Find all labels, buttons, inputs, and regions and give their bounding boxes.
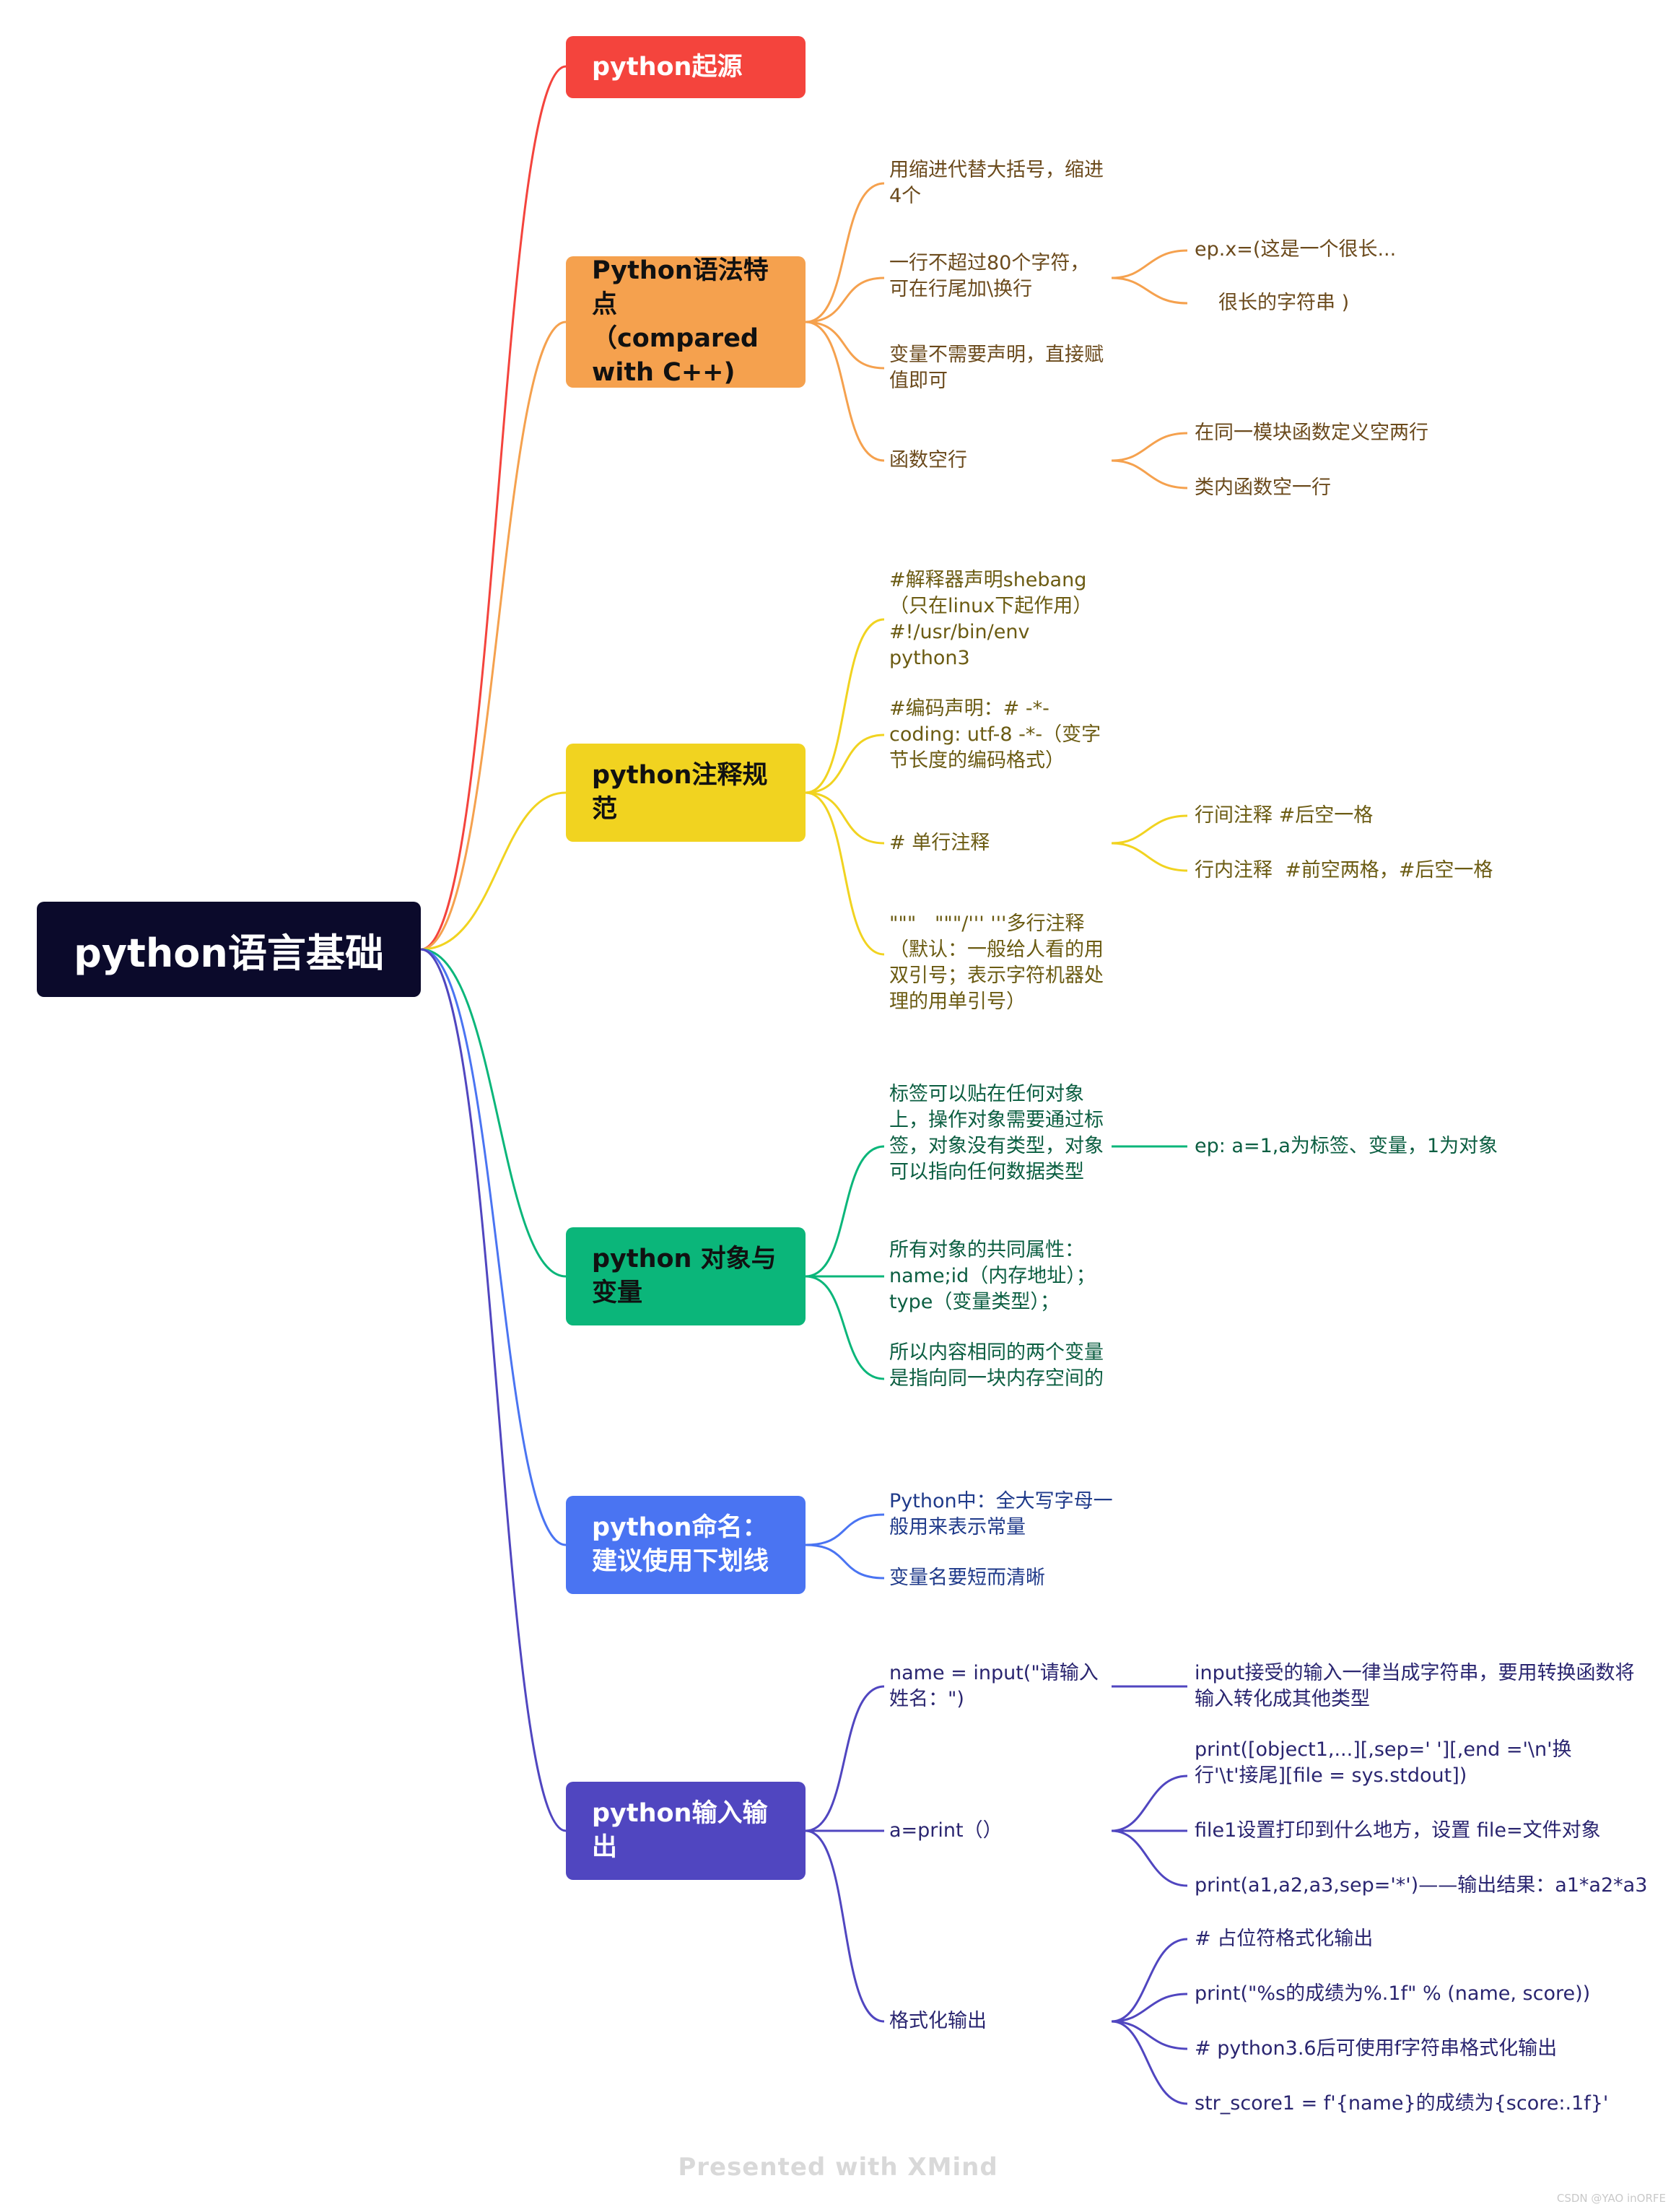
edge-root-io [420, 948, 567, 1832]
leaf-line-example-1[interactable]: ep.x=(这是一个很长... [1195, 238, 1397, 261]
leaf-same-memory[interactable]: 所以内容相同的两个变量是指向同一块内存空间的 [889, 1341, 1104, 1390]
leaf-coding[interactable]: #编码声明：# -*- coding: utf-8 -*-（变字节长度的编码格式… [889, 697, 1101, 772]
leaf-fmt-fstring[interactable]: # python3.6后可使用f字符串格式化输出 [1195, 2037, 1558, 2060]
leaf-fmt-example[interactable]: print("%s的成绩为%.1f" % (name, score)) [1195, 1982, 1591, 2005]
leaf-single-comment[interactable]: # 单行注释 [889, 832, 990, 854]
leaf-print-signature[interactable]: print([object1,...][,sep=' '][,end ='\n'… [1195, 1738, 1572, 1787]
footer-watermark: Presented with XMind [678, 2153, 998, 2182]
branch-syntax-features[interactable]: Python语法特点（compared with C++) [566, 256, 806, 388]
leaf-line-example-2[interactable]: 很长的字符串 ) [1218, 292, 1350, 314]
leaf-inline[interactable]: 行内注释 #前空两格，#后空一格 [1195, 859, 1493, 881]
leaf-func-blank[interactable]: 函数空行 [889, 449, 967, 471]
branch-naming[interactable]: python命名：建议使用下划线 [566, 1496, 806, 1594]
root-topic[interactable]: python语言基础 [37, 902, 421, 997]
edge-root-origin [420, 65, 567, 951]
leaf-print-sep[interactable]: print(a1,a2,a3,sep='*')——输出结果：a1*a2*a3 [1195, 1874, 1648, 1897]
branch-input-output[interactable]: python输入输出 [566, 1782, 806, 1880]
branch-comment-rules[interactable]: python注释规范 [566, 744, 806, 842]
leaf-labels[interactable]: 标签可以贴在任何对象上，操作对象需要通过标签，对象没有类型，对象可以指向任何数据… [889, 1083, 1104, 1183]
leaf-short-names[interactable]: 变量名要短而清晰 [889, 1567, 1045, 1589]
leaf-const-naming[interactable]: Python中：全大写字母一般用来表示常量 [889, 1490, 1113, 1538]
leaf-labels-example[interactable]: ep: a=1,a为标签、变量，1为对象 [1195, 1135, 1498, 1157]
leaf-blank-module[interactable]: 在同一模块函数定义空两行 [1195, 422, 1428, 444]
leaf-line-length[interactable]: 一行不超过80个字符，可在行尾加\换行 [889, 252, 1090, 300]
edge-root-comments [420, 791, 567, 951]
leaf-common-attrs[interactable]: 所有对象的共同属性：name;id（内存地址）；type（变量类型）； [889, 1239, 1096, 1313]
edge-root-objects [420, 948, 567, 1278]
leaf-shebang[interactable]: #解释器声明shebang（只在linux下起作用）#!/usr/bin/env… [889, 569, 1093, 669]
leaf-print-call[interactable]: a=print（） [889, 1819, 1003, 1842]
branch-python-origin[interactable]: python起源 [566, 36, 806, 98]
branch-objects-variables[interactable]: python 对象与变量 [566, 1227, 806, 1325]
edge-root-naming [420, 948, 567, 1546]
leaf-print-file[interactable]: file1设置打印到什么地方，设置 file=文件对象 [1195, 1819, 1601, 1842]
leaf-input-note[interactable]: input接受的输入一律当成字符串，要用转换函数将输入转化成其他类型 [1195, 1662, 1635, 1710]
leaf-between-lines[interactable]: 行间注释 #后空一格 [1195, 804, 1374, 827]
leaf-blank-class[interactable]: 类内函数空一行 [1195, 476, 1331, 499]
edge-root-syntax [420, 321, 567, 951]
leaf-multi-comment[interactable]: """ """/''' '''多行注释（默认：一般给人看的用双引号；表示字符机器… [889, 913, 1104, 1013]
leaf-format-output[interactable]: 格式化输出 [889, 2010, 987, 2032]
footer-credit: CSDN @YAO inORFE [1556, 2192, 1666, 2205]
leaf-var-decl[interactable]: 变量不需要声明，直接赋值即可 [889, 344, 1104, 392]
leaf-fmt-fstring-example[interactable]: str_score1 = f'{name}的成绩为{score:.1f}' [1195, 2092, 1609, 2115]
leaf-input[interactable]: name = input("请输入姓名：") [889, 1662, 1099, 1710]
leaf-fmt-placeholder[interactable]: # 占位符格式化输出 [1195, 1928, 1374, 1950]
leaf-indent[interactable]: 用缩进代替大括号，缩进4个 [889, 159, 1104, 207]
